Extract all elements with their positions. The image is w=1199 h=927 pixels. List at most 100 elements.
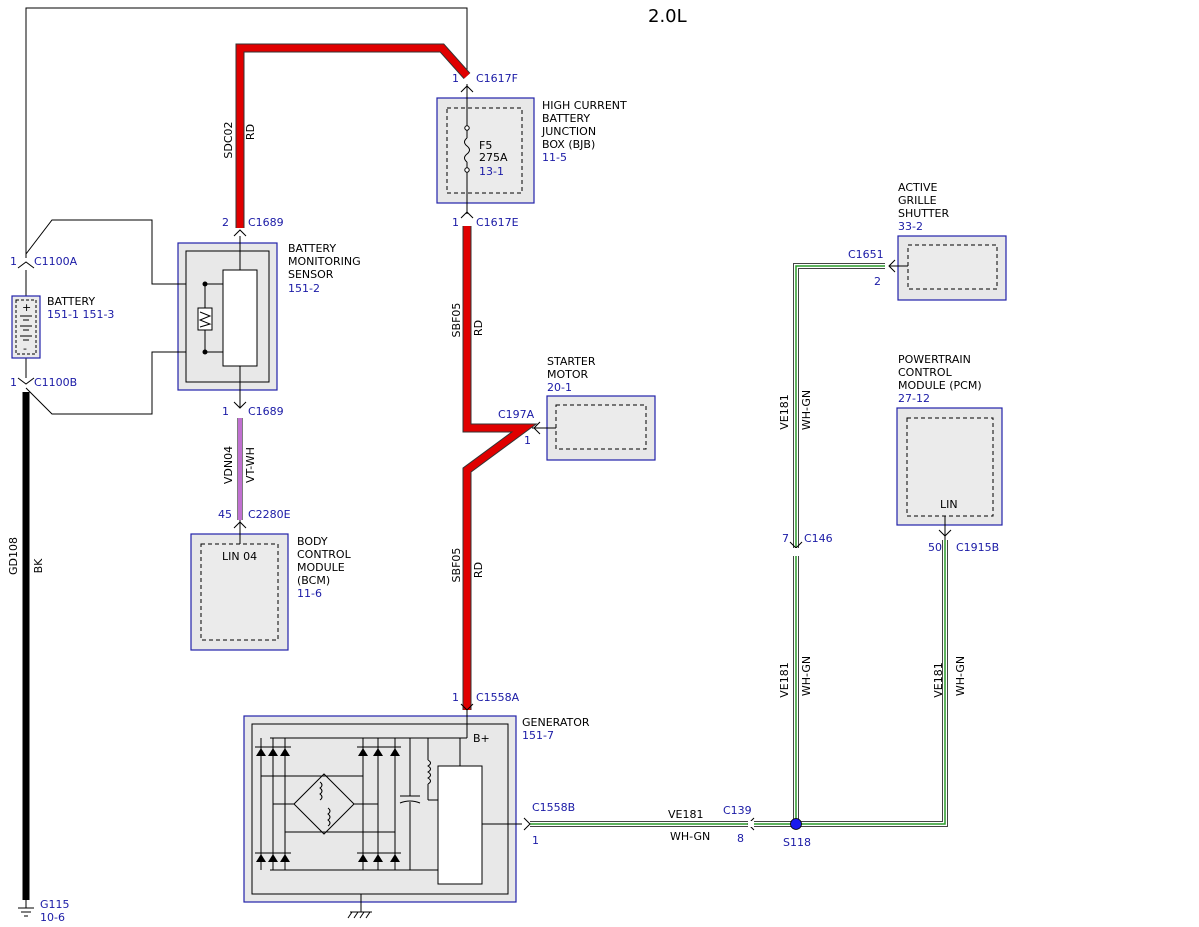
wire-ve181-network[interactable] [530,263,948,827]
bms-label-3: SENSOR [288,268,334,281]
c1558a-pin: 1 [452,691,459,704]
connector-c1558b-arrow-icon [523,817,531,831]
bjb-fuse-name: F5 [479,139,492,152]
wire-ve181-pcm-color: WH-GN [954,656,967,696]
bms-label-1: BATTERY [288,242,336,255]
generator-component[interactable] [243,710,522,919]
c1617e-name: C1617E [476,216,519,229]
c1558b-name: C1558B [532,801,575,814]
c1617f-name: C1617F [476,72,518,85]
battery-plus: + [22,301,31,314]
c139-name: C139 [723,804,752,817]
wire-ve181-gen-color: WH-GN [670,830,710,843]
connector-c1617f-arrow-icon [460,85,474,93]
starter-label-1: STARTER [547,355,596,368]
bms-lead-negative[interactable] [25,351,186,415]
bjb-label-3: JUNCTION [541,125,596,138]
wire-sdc02-circuit: SDC02 [222,121,235,158]
field-coil-icon [427,738,438,801]
pcm-component[interactable] [896,407,1003,540]
connector-c1651-arrow-icon [888,259,896,273]
wire-sbf05-a-color: RD [472,320,485,336]
bcm-label-3: MODULE [297,561,345,574]
connector-c1100b-arrow-icon [17,377,35,385]
ground-ref: 10-6 [40,911,65,924]
bms-lead-positive[interactable] [25,219,186,285]
diagram-title: 2.0L [648,6,687,27]
c1689-bot-name: C1689 [248,405,284,418]
wire-ve181-grille-color: WH-GN [800,390,813,430]
splice-name: S118 [783,836,811,849]
wire-sbf05-b-circuit: SBF05 [450,548,463,583]
generator-name: GENERATOR [522,716,590,729]
bcm-label-1: BODY [297,535,328,548]
c1100a-name: C1100A [34,255,78,268]
wire-vdn04-color: VT-WH [244,447,257,483]
generator-terminal: B+ [473,732,490,745]
bms-component[interactable] [177,236,278,408]
wire-sbf05[interactable] [462,226,538,710]
wire-ve181-gen-circuit: VE181 [668,808,703,821]
battery-name: BATTERY [47,295,95,308]
wire-sbf05-b-color: RD [472,562,485,578]
c1915b-name: C1915B [956,541,999,554]
c197a-pin: 1 [524,434,531,447]
bcm-label-4: (BCM) [297,574,330,587]
grille-shutter-component[interactable] [889,235,1007,301]
connector-c1617e-arrow-icon [460,211,474,219]
generator-ref: 151-7 [522,729,554,742]
grille-label-1: ACTIVE [898,181,938,194]
c1689-top-pin: 2 [222,216,229,229]
connector-c197a-arrow-icon [533,421,541,435]
bjb-label-1: HIGH CURRENT [542,99,627,112]
pcm-ref: 27-12 [898,392,930,405]
c1915b-pin: 50 [928,541,942,554]
wire-ve181-mid-circuit: VE181 [778,662,791,697]
c139-pin: 8 [737,832,744,845]
c1651-pin: 2 [874,275,881,288]
bjb-label-4: BOX (BJB) [542,138,595,151]
c146-name: C146 [804,532,833,545]
wire-sdc02[interactable] [235,43,471,228]
c2280e-name: C2280E [248,508,291,521]
bjb-fuse-ref: 13-1 [479,165,504,178]
battery-component[interactable] [11,261,41,385]
capacitor-icon [399,738,421,870]
grille-label-2: GRILLE [898,194,937,207]
battery-refs: 151-1 151-3 [47,308,114,321]
bjb-component[interactable] [436,84,535,214]
c1558b-pin: 1 [532,834,539,847]
c1651-name: C1651 [848,248,884,261]
c1100a-pin: 1 [10,255,17,268]
c1617e-pin: 1 [452,216,459,229]
c197a-name: C197A [498,408,535,421]
splice-s118[interactable] [790,818,802,830]
pcm-label-3: MODULE (PCM) [898,379,982,392]
wire-ve181-pcm-circuit: VE181 [932,662,945,697]
starter-label-2: MOTOR [547,368,589,381]
connector-c1558a-arrow-icon [460,703,474,711]
bjb-ref: 11-5 [542,151,567,164]
battery-sense-wire[interactable] [25,7,468,258]
c1689-top-name: C1689 [248,216,284,229]
fuse-icon [464,137,470,163]
wire-sbf05-a-circuit: SBF05 [450,303,463,338]
c146-pin: 7 [782,532,789,545]
bcm-label-2: CONTROL [297,548,352,561]
battery-minus: - [23,342,27,355]
bjb-label-2: BATTERY [542,112,590,125]
connector-c2280e-arrow-icon [233,521,247,529]
bms-ref: 151-2 [288,282,320,295]
bcm-component[interactable] [190,520,289,651]
starter-component[interactable] [532,395,656,461]
bms-label-2: MONITORING [288,255,361,268]
wire-sdc02-color: RD [244,124,257,140]
bjb-fuse-rating: 275A [479,151,508,164]
c2280e-pin: 45 [218,508,232,521]
c1617f-pin: 1 [452,72,459,85]
c1689-bot-pin: 1 [222,405,229,418]
pcm-label-2: CONTROL [898,366,953,379]
pcm-inner-label: LIN [940,498,958,511]
connector-c1689-bot-arrow-icon [233,401,247,409]
